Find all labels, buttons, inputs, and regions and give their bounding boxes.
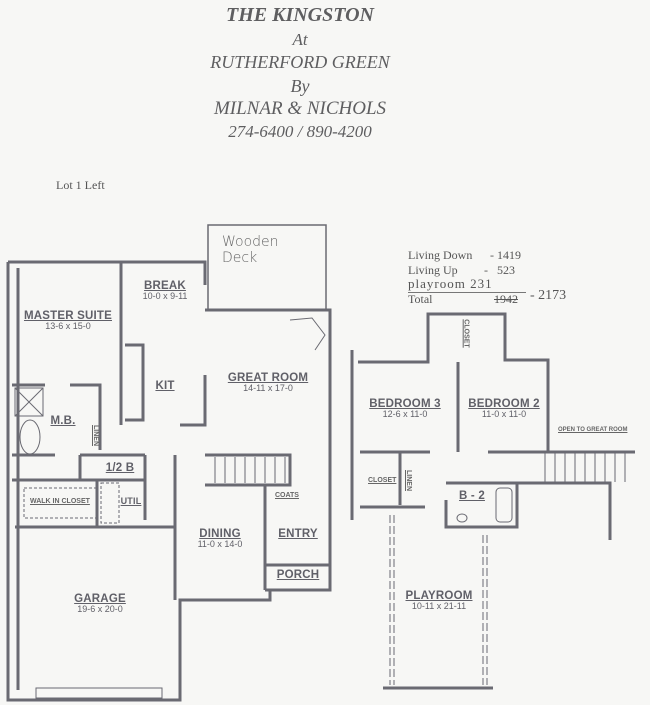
room-name: BEDROOM 2 bbox=[468, 398, 540, 410]
lot-label: Lot 1 Left bbox=[56, 178, 105, 192]
room-utility: UTIL bbox=[118, 496, 144, 506]
builder-name: MILNAR & NICHOLS bbox=[213, 98, 387, 119]
community-name: RUTHERFORD GREEN bbox=[210, 52, 390, 72]
room-master-bath: M.B. bbox=[48, 415, 78, 427]
room-name: GREAT ROOM bbox=[227, 372, 309, 384]
total-label: Total bbox=[408, 292, 433, 306]
room-bedroom-2: BEDROOM 2 11-0 x 11-0 bbox=[462, 398, 546, 420]
room-name: 1/2 B bbox=[105, 462, 135, 474]
linen-upstairs-label: LINEN bbox=[405, 470, 412, 491]
room-name: B - 2 bbox=[459, 490, 485, 502]
living-up-value: - 523 bbox=[484, 263, 515, 277]
room-dims: 10-11 x 21-11 bbox=[411, 601, 467, 612]
room-dims: 14-11 x 17-0 bbox=[243, 383, 293, 394]
living-down-value: - 1419 bbox=[490, 248, 521, 262]
room-name: M.B. bbox=[50, 415, 76, 427]
room-name: BREAK bbox=[144, 280, 186, 292]
room-break: BREAK 10-0 x 9-11 bbox=[125, 280, 205, 302]
room-playroom: PLAYROOM 10-11 x 21-11 bbox=[396, 590, 482, 612]
room-name: PORCH bbox=[276, 569, 320, 581]
plan-title: THE KINGSTON bbox=[226, 4, 374, 26]
phone-numbers: 274-6400 / 890-4200 bbox=[228, 122, 372, 141]
by-label: By bbox=[290, 76, 310, 96]
room-dims: 19-6 x 20-0 bbox=[77, 604, 123, 615]
closet-top-label: CLOSET bbox=[462, 319, 470, 348]
room-great-room: GREAT ROOM 14-11 x 17-0 bbox=[218, 372, 318, 394]
room-bedroom-3: BEDROOM 3 12-6 x 11-0 bbox=[362, 398, 448, 420]
room-dining: DINING 11-0 x 14-0 bbox=[180, 528, 260, 550]
room-dims: 10-0 x 9-11 bbox=[142, 291, 188, 302]
walk-in-closet-label: WALK IN CLOSET bbox=[30, 498, 90, 505]
living-up-label: Living Up bbox=[408, 263, 458, 277]
room-name: ENTRY bbox=[278, 528, 318, 540]
room-half-bath: 1/2 B bbox=[100, 462, 140, 474]
room-name: GARAGE bbox=[74, 593, 126, 605]
total-struck: 1942 bbox=[494, 292, 518, 306]
room-name: BEDROOM 3 bbox=[369, 398, 441, 410]
room-dims: 11-0 x 14-0 bbox=[197, 539, 243, 550]
room-porch: PORCH bbox=[272, 569, 324, 581]
room-name: PLAYROOM bbox=[405, 590, 473, 602]
room-name: DINING bbox=[199, 528, 241, 540]
living-down-label: Living Down bbox=[408, 248, 473, 262]
room-dims: 11-0 x 11-0 bbox=[481, 409, 527, 420]
playroom-handwritten: playroom 231 bbox=[408, 276, 526, 293]
room-master-suite: MASTER SUITE 13-6 x 15-0 bbox=[18, 310, 118, 332]
room-name: KIT bbox=[155, 380, 175, 392]
linen-label: LINEN bbox=[92, 425, 99, 446]
at-label: At bbox=[292, 30, 308, 49]
coats-label: COATS bbox=[275, 492, 299, 499]
room-name: UTIL bbox=[120, 496, 142, 506]
room-name: MASTER SUITE bbox=[23, 310, 112, 322]
room-bath-2: B - 2 bbox=[452, 490, 492, 502]
room-garage: GARAGE 19-6 x 20-0 bbox=[50, 593, 150, 615]
room-dims: 13-6 x 15-0 bbox=[45, 321, 91, 332]
closet-label: CLOSET bbox=[368, 477, 397, 484]
room-dims: 12-6 x 11-0 bbox=[382, 409, 428, 420]
room-kitchen: KIT bbox=[150, 380, 180, 392]
total-handwritten: - 2173 bbox=[530, 288, 567, 303]
open-to-great-room-label: OPEN TO GREAT ROOM bbox=[558, 427, 628, 433]
room-entry: ENTRY bbox=[272, 528, 324, 540]
deck-note: Wooden Deck bbox=[222, 234, 279, 267]
